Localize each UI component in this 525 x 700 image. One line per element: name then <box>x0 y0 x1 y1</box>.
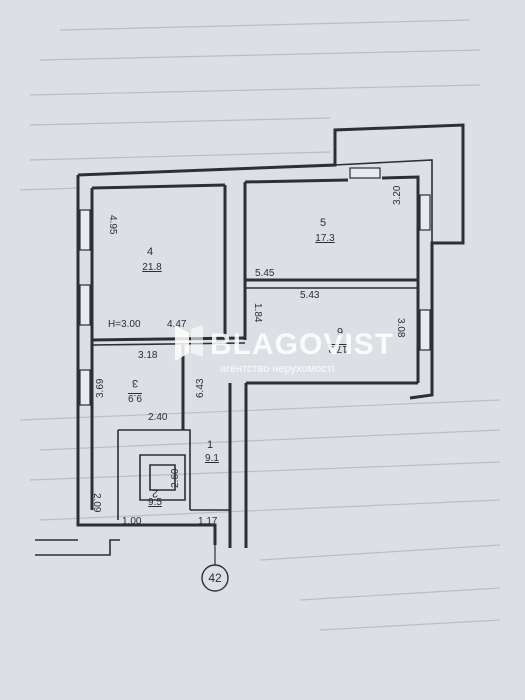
dimension-labels: 4.95 3.20 5.45 5.43 3.08 1.84 4.47 3.18 … <box>91 185 406 527</box>
dimension-label: 3.08 <box>395 318 406 338</box>
windows <box>79 167 431 406</box>
room-labels: 4 21.8 5 17.3 6 17.2 3 9.9 1 9.1 2 9.5 <box>128 217 348 508</box>
dimension-label: 2.60 <box>170 468 181 488</box>
dimension-label: 1.00 <box>122 516 142 527</box>
watermark-tagline: агентство нерухомості <box>220 363 334 375</box>
room-number: 2 <box>152 487 158 499</box>
dimension-label: 5.43 <box>300 290 320 301</box>
outer-walls <box>76 123 465 548</box>
window-left-1 <box>79 209 91 251</box>
room-area: 17.3 <box>315 233 335 244</box>
room-area: 9.9 <box>128 392 142 403</box>
background-text-lines <box>19 19 501 631</box>
window-left-2 <box>79 284 91 326</box>
dimension-label: 6.43 <box>195 378 206 398</box>
dimension-label: 2.40 <box>148 412 168 423</box>
interior-walls <box>35 182 418 556</box>
window-right-1 <box>419 194 431 231</box>
window-left-3 <box>79 369 91 406</box>
window-balcony <box>349 167 381 179</box>
dimension-label: 5.45 <box>255 268 275 279</box>
dimension-label: 2.09 <box>91 493 102 513</box>
watermark: BLAGOVIST агентство нерухомості <box>175 325 394 375</box>
room-number: 1 <box>207 439 213 451</box>
axis-marker: 42 <box>201 545 229 592</box>
window-right-2 <box>419 309 431 351</box>
room-number: 3 <box>132 377 138 389</box>
watermark-brand: BLAGOVIST <box>210 328 394 361</box>
watermark-logo-icon <box>175 325 203 361</box>
dimension-label: 3.20 <box>392 185 403 205</box>
room-area: 21.8 <box>142 262 162 273</box>
room-number: 5 <box>320 217 326 229</box>
dimension-label: 3.69 <box>95 378 106 398</box>
dimension-label: 4.95 <box>107 215 118 235</box>
dimension-label: 1.84 <box>252 303 263 323</box>
room-area: 17.2 <box>328 343 348 354</box>
room-area: 9.5 <box>148 497 162 508</box>
room-area: 9.1 <box>205 453 219 464</box>
dimension-label: 4.47 <box>167 319 187 330</box>
ceiling-height-label: H=3.00 <box>108 319 141 330</box>
dimension-label: 3.18 <box>138 350 158 361</box>
dimension-label: 1.17 <box>198 516 218 527</box>
axis-marker-label: 42 <box>208 571 222 585</box>
room-number: 6 <box>337 325 343 337</box>
room-number: 4 <box>147 246 153 258</box>
